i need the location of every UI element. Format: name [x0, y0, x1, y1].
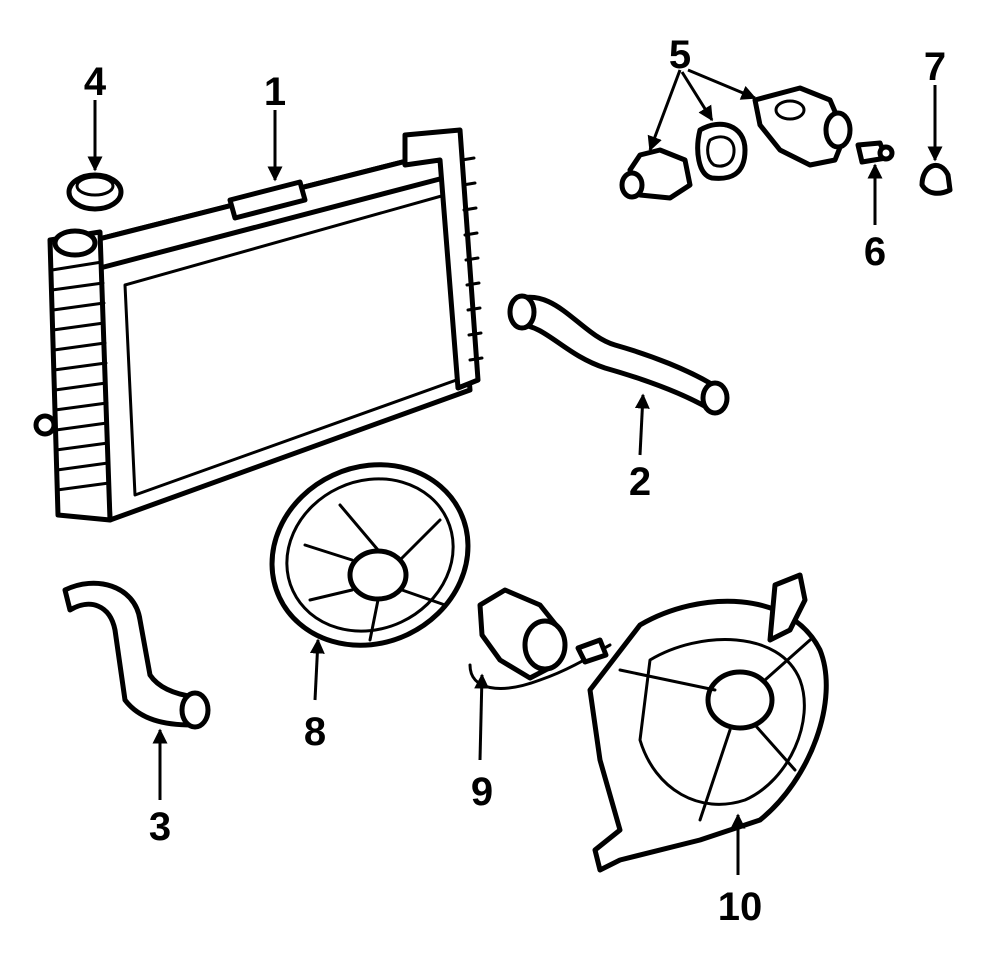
right-tank-ribs [460, 156, 484, 362]
fan-shroud [587, 572, 829, 873]
fan-blades [303, 503, 447, 642]
fan-motor [468, 587, 612, 690]
leader-lines [87, 68, 943, 875]
radiator-cap [66, 172, 124, 212]
callout-10: 10 [718, 885, 763, 929]
callout-3: 3 [149, 805, 171, 849]
callout-2: 2 [629, 460, 651, 504]
callout-4: 4 [84, 60, 107, 104]
callout-9: 9 [471, 770, 493, 814]
temperature-sensor [855, 140, 895, 165]
callout-6: 6 [864, 230, 886, 274]
shroud-struts [618, 638, 812, 822]
radiator [33, 127, 484, 523]
plug [919, 162, 953, 196]
cooling-fan [269, 462, 471, 648]
callouts: 1 2 3 4 5 6 7 8 9 10 [84, 33, 946, 929]
upper-hose [507, 293, 730, 416]
thermostat-assembly [619, 85, 853, 201]
left-tank-ribs [50, 260, 111, 492]
callout-1: 1 [264, 70, 286, 114]
callout-8: 8 [304, 710, 326, 754]
callout-7: 7 [924, 45, 946, 89]
lower-hose [62, 580, 211, 730]
callout-5: 5 [669, 33, 691, 77]
